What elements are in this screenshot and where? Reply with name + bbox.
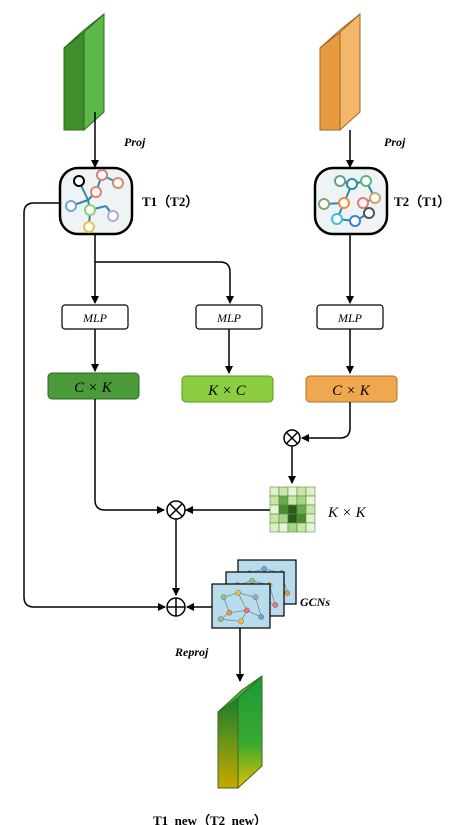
multiply-icon [283,429,301,447]
arrow-ck-right-mult [301,402,351,442]
kk-cell [287,486,298,497]
ck-right-label: C × K [332,383,371,399]
gcns-label: GCNs [300,595,330,609]
kk-cell [287,522,298,533]
kk-cell [287,495,298,506]
add-icon [166,597,186,617]
kk-cell [269,513,280,524]
graph-node-t2 [313,166,389,236]
mlp-box-2: MLP [195,304,263,330]
arrow-t1-mlp2 [95,261,234,304]
input-feature-left [63,12,105,132]
kk-cell [296,486,307,497]
matrix-kc-mid: K × C [181,375,274,403]
kk-matrix [269,486,316,533]
kk-cell [269,495,280,506]
kk-cell [278,513,289,524]
kk-cell [278,522,289,533]
proj-label-left: Proj [124,135,146,149]
output-label: T1_new（T2_new） [153,813,267,825]
gcn-stack [211,559,297,629]
matrix-ck-left: C × K [47,372,140,400]
graph-node-t1 [58,166,134,236]
matrix-ck-right: C × K [305,375,398,403]
mlp-label-1: MLP [82,311,108,325]
kk-cell [296,522,307,533]
kk-cell [278,486,289,497]
kk-cell [305,486,316,497]
t2-label: T2（T1） [394,194,450,209]
mlp-label-3: MLP [337,311,363,325]
gcn-panel [211,583,271,629]
kk-cell [287,504,298,515]
kc-mid-label: K × C [207,383,247,399]
multiply-icon [166,500,186,520]
mlp-box-1: MLP [61,304,129,330]
output-feature [217,674,263,790]
kk-cell [305,513,316,524]
t1-label: T1（T2） [142,194,198,209]
kk-cell [296,513,307,524]
mlp-box-3: MLP [316,304,384,330]
kk-cell [296,495,307,506]
kk-cell [305,504,316,515]
ck-left-label: C × K [74,380,113,396]
proj-label-right: Proj [384,135,406,149]
mlp-label-2: MLP [216,311,242,325]
kk-cell [287,513,298,524]
arrow-residual [23,202,166,611]
input-feature-right [319,12,361,132]
kk-label: K × K [327,505,367,521]
reproj-label: Reproj [174,645,209,659]
kk-cell [269,504,280,515]
kk-cell [305,495,316,506]
arrow-ck-left-mult2 [94,399,165,514]
kk-cell [269,522,280,533]
kk-cell [269,486,280,497]
kk-cell [305,522,316,533]
kk-cell [278,504,289,515]
kk-cell [278,495,289,506]
kk-cell [296,504,307,515]
